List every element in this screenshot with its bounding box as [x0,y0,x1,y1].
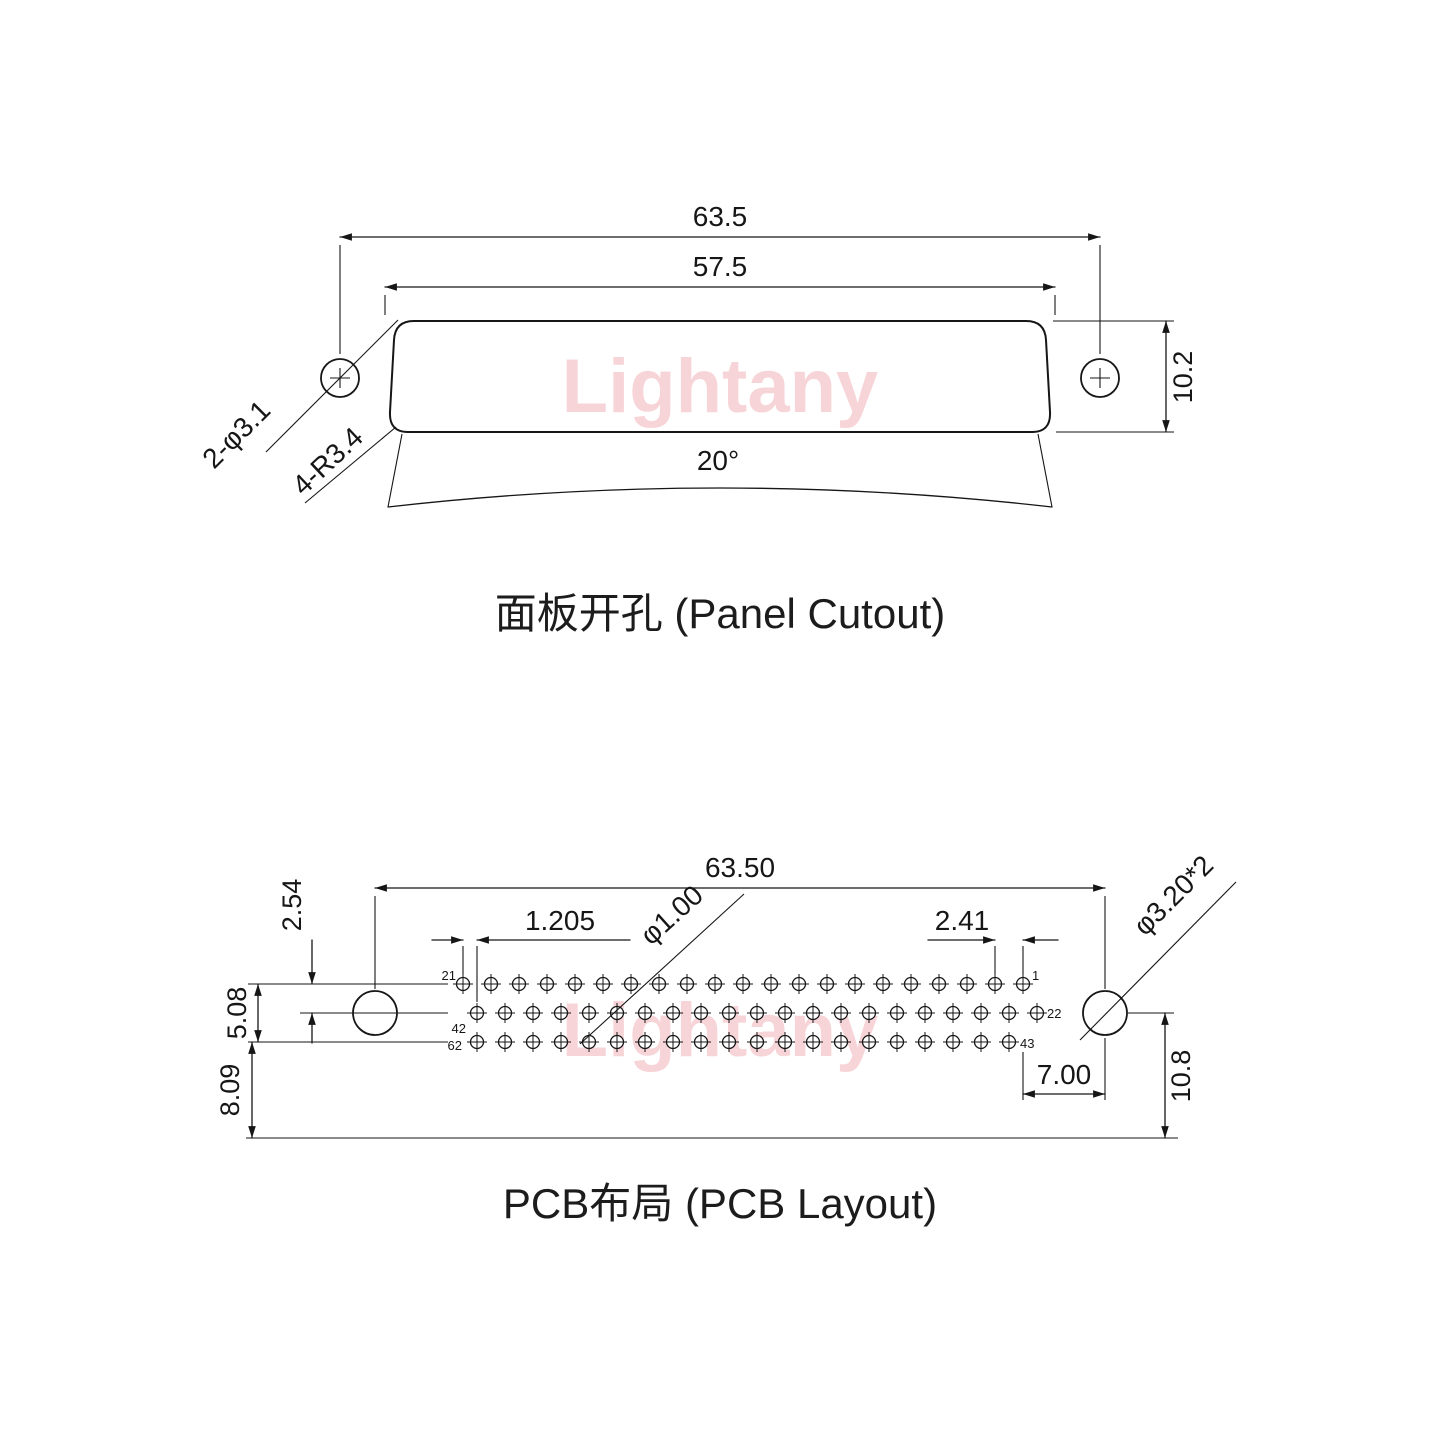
dim-pcb-width: 63.50 [374,852,1106,989]
watermark-bottom: Lightany [562,988,879,1073]
dim-pcb-width-label: 63.50 [705,852,775,883]
pcb-layout-drawing: Lightany 63.50 21 1 42 22 62 43 [215,849,1237,1227]
dim-cutout-height: 10.2 [1053,320,1198,433]
dim-cutout-height-label: 10.2 [1168,351,1198,404]
pin-hole-label: φ1.00 [634,879,709,951]
dim-right-offset: 10.8 [1128,1012,1196,1139]
row-extension-lines [246,983,1178,1139]
flare-20deg: 20° [387,433,1053,508]
dim-bottom-offset: 8.09 [215,1041,256,1139]
dim-row-pitch: 2.54 [277,879,316,1044]
dim-bottom-offset-label: 8.09 [215,1064,245,1117]
panel-cutout-title: 面板开孔 (Panel Cutout) [495,590,945,637]
dim-inner-width-label: 57.5 [693,251,748,282]
pcb-layout-title: PCB布局 (PCB Layout) [503,1180,937,1227]
dim-rows-span: 5.08 [222,983,262,1043]
mount-hole-callout: 2-φ3.1 [196,394,276,474]
dim-inner-width: 57.5 [384,251,1056,315]
dim-row-pitch-label: 2.54 [277,879,307,932]
watermark-top: Lightany [562,344,879,429]
dim-outer-width: 63.5 [339,201,1101,354]
mount-hole-size-label: φ3.20*2 [1127,849,1219,941]
panel-cutout-drawing: Lightany 63.5 57.5 [196,201,1198,637]
pin-label-bot-right: 43 [1020,1036,1034,1051]
pin-field [453,974,1047,1052]
corner-radius-callout: 4-R3.4 [286,421,397,504]
pin-label-mid-right: 22 [1047,1006,1061,1021]
dim-stagger: 1.205 [431,905,631,1002]
dim-rows-span-label: 5.08 [222,987,252,1040]
dim-edge-offset-label: 7.00 [1037,1059,1092,1090]
dim-pitch-label: 2.41 [935,905,990,936]
pin-label-top-right: 1 [1032,968,1039,983]
mount-hole-left [265,319,399,453]
pin-label-top-left: 21 [442,968,456,983]
cutout-outline [388,320,1052,433]
pin-label-mid-left: 42 [452,1021,466,1036]
dim-edge-offset: 7.00 [1022,1038,1106,1100]
dim-right-offset-label: 10.8 [1166,1050,1196,1103]
pcb-mount-hole-right [1079,881,1237,1041]
dim-stagger-label: 1.205 [525,905,595,936]
pin-label-bot-left: 62 [448,1038,462,1053]
mount-hole-right [1080,358,1120,398]
dim-pitch: 2.41 [927,905,1059,974]
corner-radius-label: 4-R3.4 [286,421,369,501]
flare-angle-label: 20° [697,445,739,476]
dim-outer-width-label: 63.5 [693,201,748,232]
